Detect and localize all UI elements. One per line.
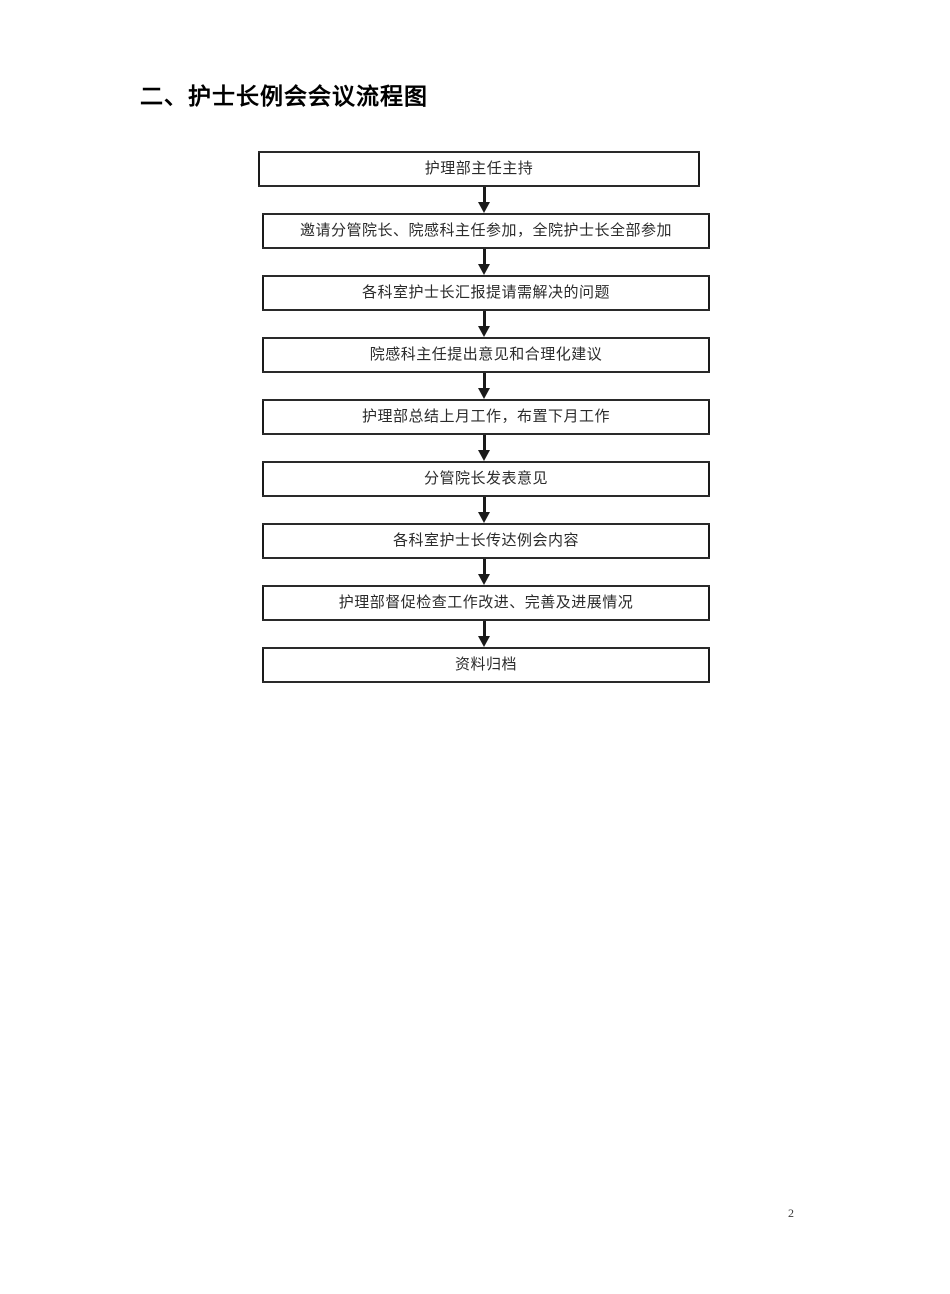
flow-step-1: 护理部主任主持 xyxy=(258,151,710,187)
arrow-down-icon xyxy=(478,512,490,523)
flow-step-2: 邀请分管院长、院感科主任参加，全院护士长全部参加 xyxy=(258,213,710,249)
arrow-stem xyxy=(483,497,486,514)
flowchart: 护理部主任主持 邀请分管院长、院感科主任参加，全院护士长全部参加 各科室护士长汇… xyxy=(258,151,710,683)
flow-node-box[interactable]: 各科室护士长汇报提请需解决的问题 xyxy=(262,275,710,311)
flow-node-label: 分管院长发表意见 xyxy=(423,470,548,487)
arrow-down-icon xyxy=(478,264,490,275)
flow-step-8: 护理部督促检查工作改进、完善及进展情况 xyxy=(258,585,710,621)
flow-node-box[interactable]: 护理部总结上月工作，布置下月工作 xyxy=(262,399,710,435)
arrow-down-icon xyxy=(478,202,490,213)
page-number: 2 xyxy=(788,1206,794,1220)
flow-arrow-4 xyxy=(258,373,710,399)
arrow-down-icon xyxy=(478,450,490,461)
flow-node-box[interactable]: 护理部主任主持 xyxy=(258,151,700,187)
flow-step-3: 各科室护士长汇报提请需解决的问题 xyxy=(258,275,710,311)
arrow-stem xyxy=(483,249,486,266)
arrow-stem xyxy=(483,311,486,328)
arrow-down-icon xyxy=(478,388,490,399)
arrow-stem xyxy=(483,559,486,576)
flow-node-box[interactable]: 资料归档 xyxy=(262,647,710,683)
flow-node-box[interactable]: 院感科主任提出意见和合理化建议 xyxy=(262,337,710,373)
flow-step-9: 资料归档 xyxy=(258,647,710,683)
arrow-stem xyxy=(483,621,486,638)
flow-arrow-3 xyxy=(258,311,710,337)
flow-step-7: 各科室护士长传达例会内容 xyxy=(258,523,710,559)
flow-arrow-6 xyxy=(258,497,710,523)
flow-node-label: 各科室护士长传达例会内容 xyxy=(392,532,579,549)
arrow-stem xyxy=(483,435,486,452)
flow-node-label: 护理部主任主持 xyxy=(424,160,534,177)
flow-node-box[interactable]: 分管院长发表意见 xyxy=(262,461,710,497)
flow-step-5: 护理部总结上月工作，布置下月工作 xyxy=(258,399,710,435)
flow-arrow-5 xyxy=(258,435,710,461)
arrow-down-icon xyxy=(478,574,490,585)
flow-node-label: 护理部督促检查工作改进、完善及进展情况 xyxy=(338,594,634,611)
flow-node-label: 资料归档 xyxy=(454,656,517,673)
flow-node-label: 各科室护士长汇报提请需解决的问题 xyxy=(361,284,610,301)
flow-node-box[interactable]: 各科室护士长传达例会内容 xyxy=(262,523,710,559)
arrow-down-icon xyxy=(478,326,490,337)
flow-arrow-8 xyxy=(258,621,710,647)
flow-node-label: 护理部总结上月工作，布置下月工作 xyxy=(361,408,610,425)
flow-node-box[interactable]: 护理部督促检查工作改进、完善及进展情况 xyxy=(262,585,710,621)
flow-arrow-1 xyxy=(258,187,710,213)
arrow-stem xyxy=(483,187,486,204)
flow-node-box[interactable]: 邀请分管院长、院感科主任参加，全院护士长全部参加 xyxy=(262,213,710,249)
arrow-stem xyxy=(483,373,486,390)
arrow-down-icon xyxy=(478,636,490,647)
flow-arrow-7 xyxy=(258,559,710,585)
flow-arrow-2 xyxy=(258,249,710,275)
page-title: 二、护士长例会会议流程图 xyxy=(140,84,428,110)
flow-step-6: 分管院长发表意见 xyxy=(258,461,710,497)
flow-step-4: 院感科主任提出意见和合理化建议 xyxy=(258,337,710,373)
flow-node-label: 邀请分管院长、院感科主任参加，全院护士长全部参加 xyxy=(299,222,672,239)
flow-node-label: 院感科主任提出意见和合理化建议 xyxy=(369,346,603,363)
